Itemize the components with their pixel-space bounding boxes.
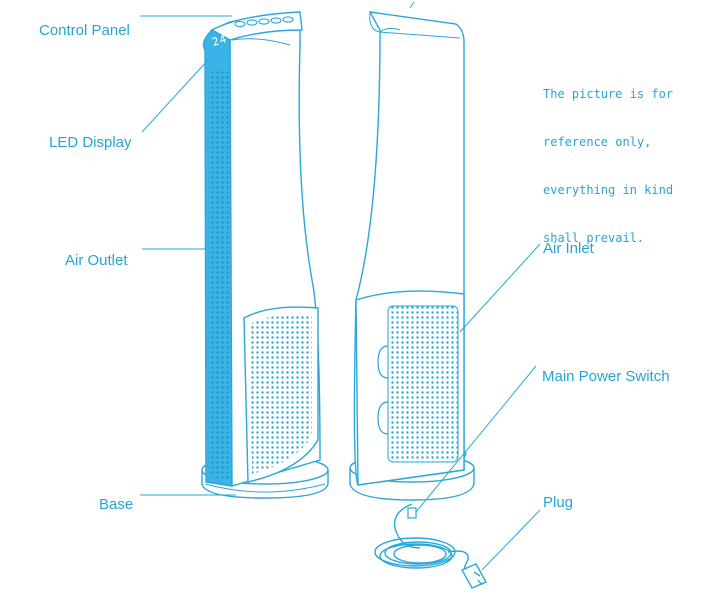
label-base: Base (99, 496, 134, 513)
front-tower (201, 11, 329, 499)
note-line-3: everything in kind (543, 183, 674, 197)
note-line-1: The picture is for (543, 87, 674, 101)
note-line-2: reference only, (543, 135, 652, 149)
label-control-panel: Control Panel (39, 22, 130, 39)
leader-air-inlet (459, 243, 541, 333)
main-power-switch-shape (407, 507, 417, 519)
note-line-4: shall prevail. (543, 231, 645, 245)
label-air-outlet: Air Outlet (65, 252, 128, 269)
plug-shape (461, 563, 487, 589)
label-plug: Plug (543, 494, 574, 511)
callout-lines (140, 1, 541, 571)
power-cord (374, 503, 487, 589)
label-main-power-switch: Main Power Switch (542, 368, 670, 385)
label-led-display: LED Display (49, 134, 132, 151)
rear-tower (349, 11, 475, 519)
leader-top (409, 1, 415, 9)
control-panel-buttons (234, 16, 294, 28)
leader-main-power-switch (415, 365, 537, 513)
label-air-inlet: Air Inlet (543, 240, 594, 257)
leader-led-display (141, 59, 209, 133)
disclaimer-note: The picture is for reference only, every… (543, 54, 673, 278)
leader-plug (481, 509, 541, 571)
